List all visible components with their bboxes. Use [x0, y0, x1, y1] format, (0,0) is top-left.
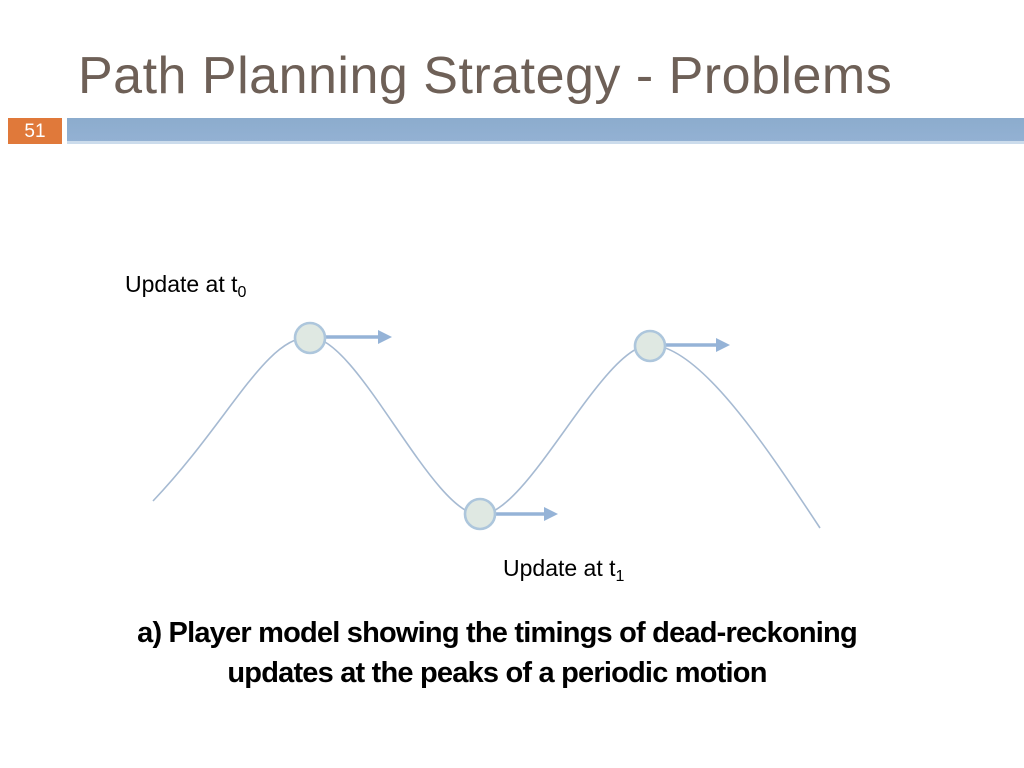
velocity-arrow-t1: [493, 507, 558, 521]
label-update-t0-text: Update at t: [125, 271, 238, 297]
player-marker-peak1: [293, 321, 327, 355]
label-update-t1: Update at t1: [503, 555, 624, 585]
player-marker-peak2: [633, 329, 667, 363]
figure-caption-line2: updates at the peaks of a periodic motio…: [227, 657, 767, 689]
label-update-t1-subscript: 1: [615, 568, 625, 585]
slide-title: Path Planning Strategy - Problems: [78, 47, 893, 105]
figure-caption-line1: a) Player model showing the timings of d…: [137, 617, 858, 649]
player-marker-trough: [463, 497, 497, 531]
velocity-arrow-t0: [322, 330, 392, 344]
velocity-arrow-t2: [663, 338, 730, 352]
slide-number-badge: 51: [8, 118, 62, 144]
label-update-t0: Update at t0: [125, 271, 246, 301]
label-update-t0-subscript: 0: [237, 284, 247, 301]
title-divider-bar: [67, 118, 1024, 144]
figure-caption: a) Player model showing the timings of d…: [0, 613, 994, 693]
label-update-t1-text: Update at t: [503, 555, 616, 581]
